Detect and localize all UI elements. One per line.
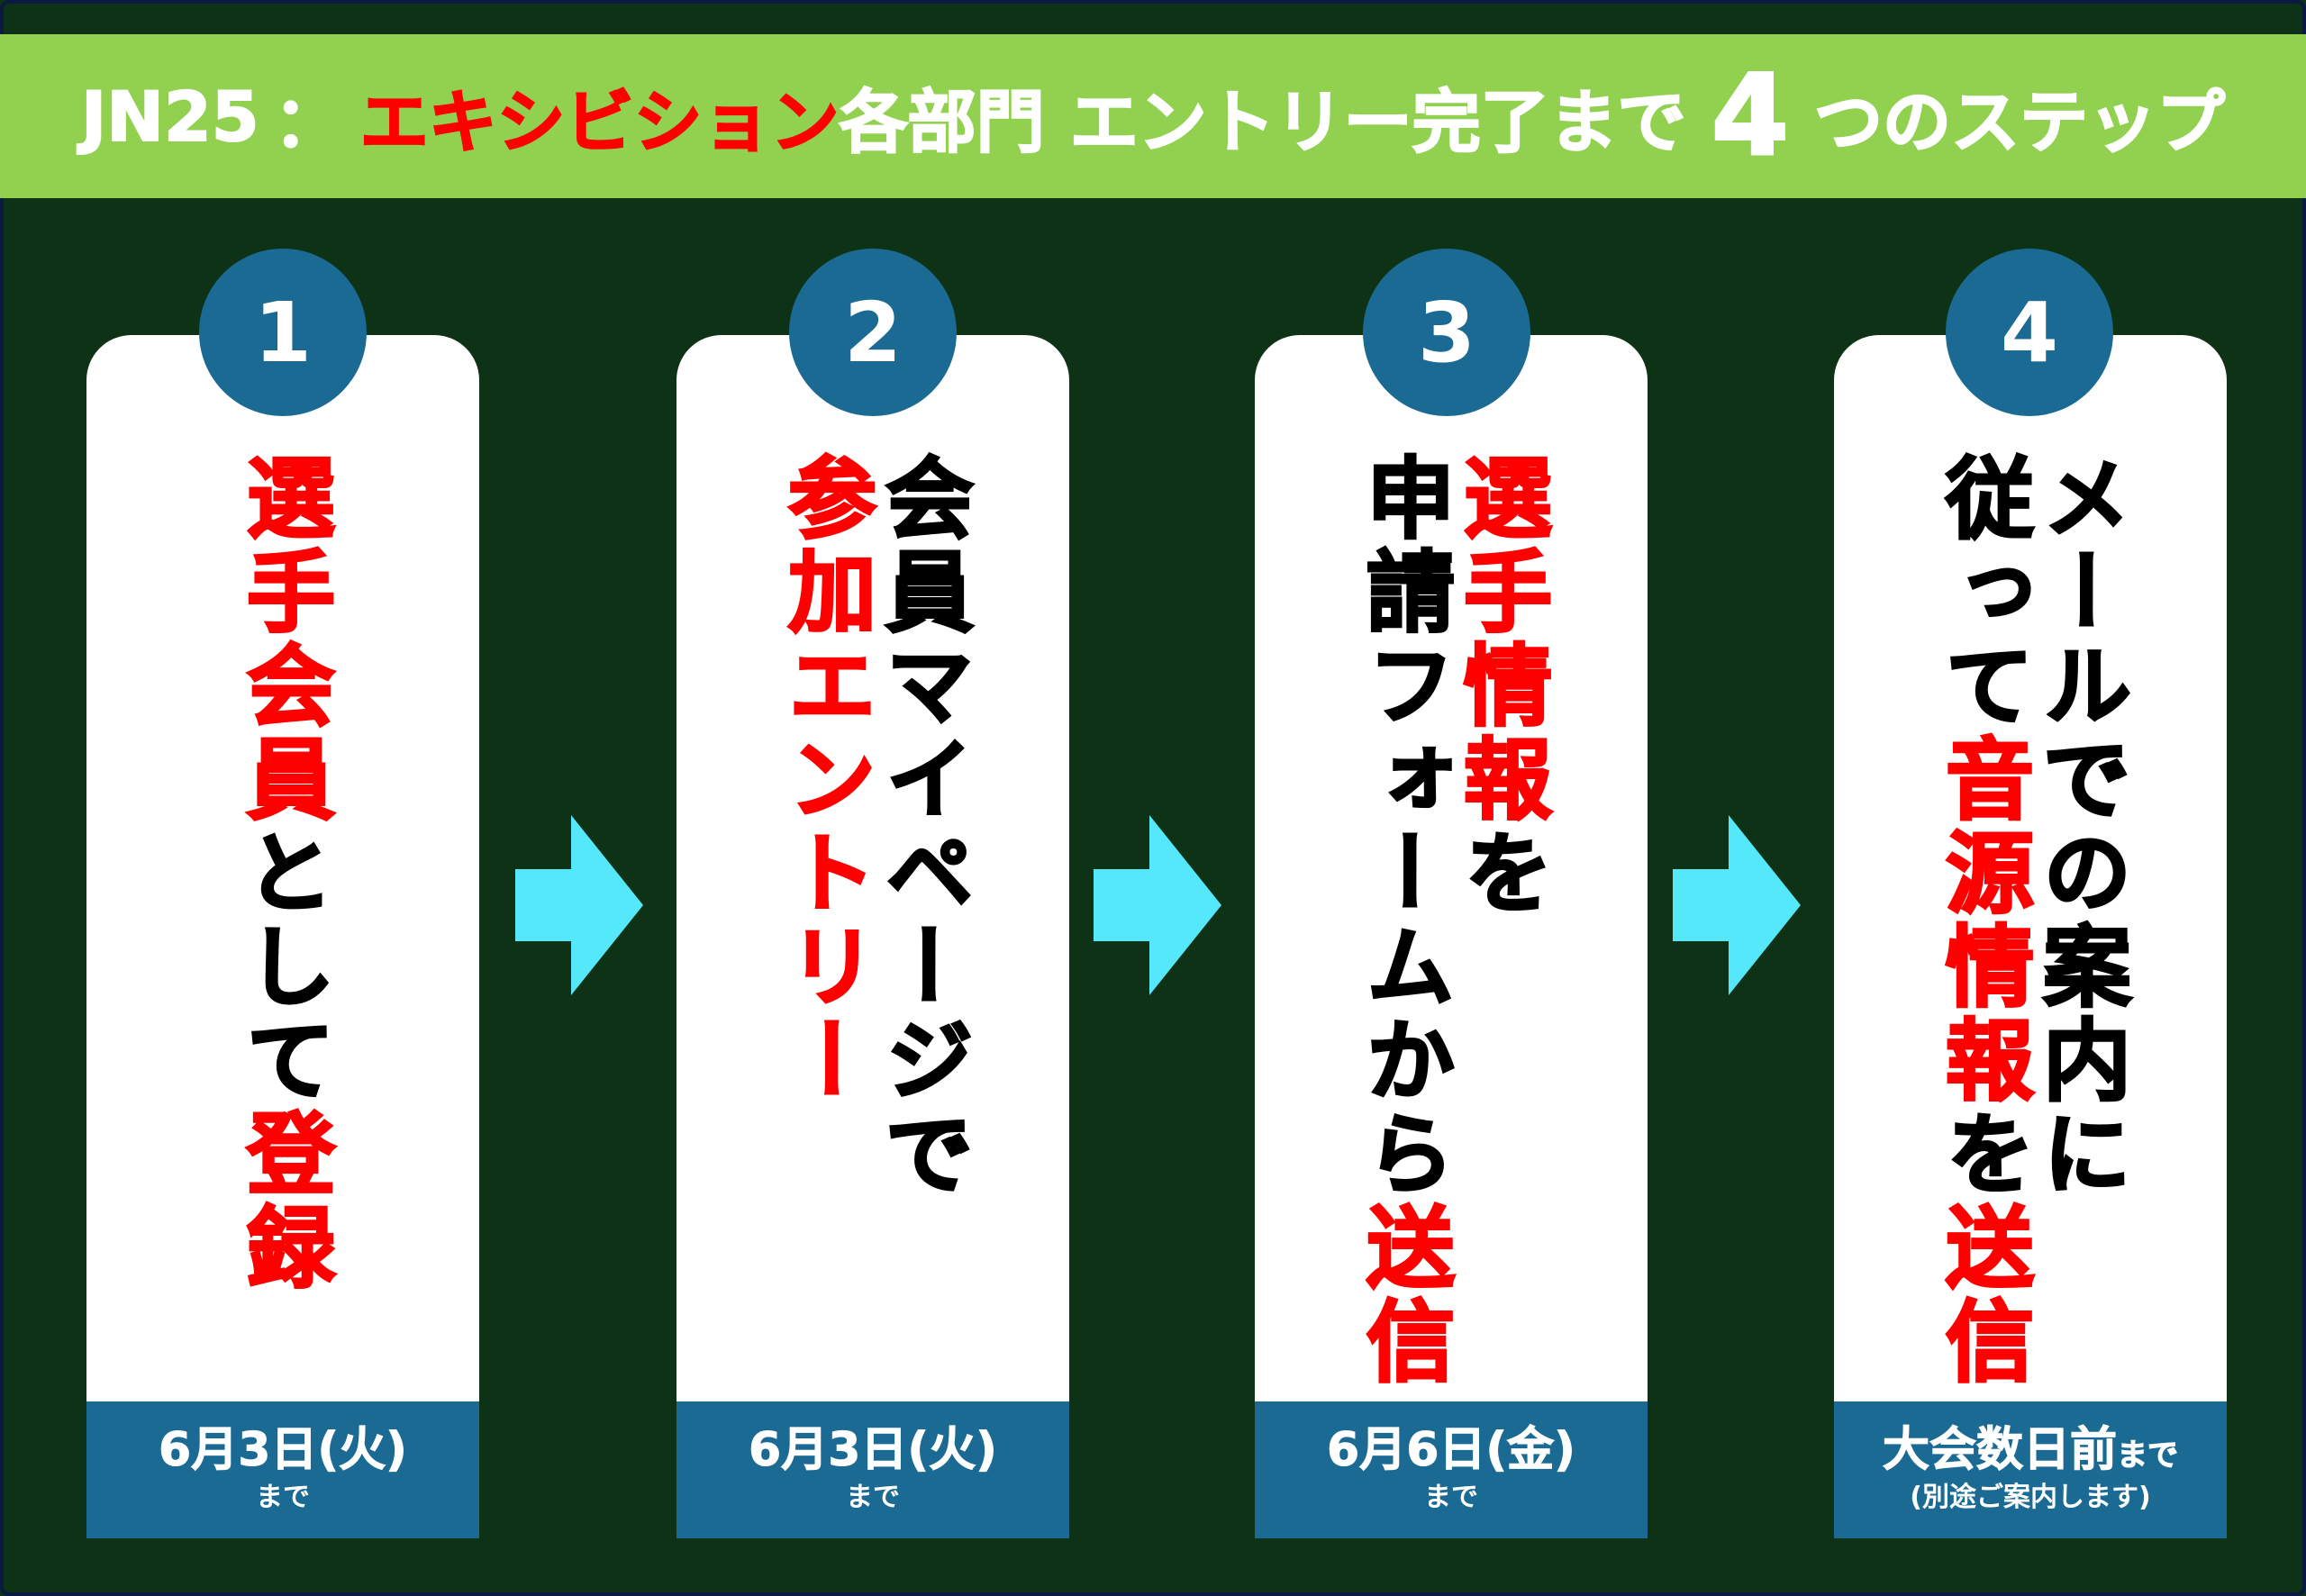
header-suffix: つのステップ	[1813, 81, 2226, 163]
step-2-deadline: 6月3日(火)	[749, 1422, 998, 1477]
step-1-text-red-2: 登録	[231, 1107, 336, 1297]
step-2-text-red: 参加エントリー	[772, 451, 877, 1110]
step-number-1: 1	[199, 249, 367, 416]
step-4-text: メールでの案内に 従って音源情報を送信	[1834, 451, 2227, 1391]
step-4-text-plain: メールでの案内に	[2027, 451, 2132, 1203]
step-3-deadline-bar: 6月6日(金) まで	[1255, 1401, 1648, 1538]
step-card-1: 選手会員として登録 6月3日(火) まで	[86, 335, 479, 1538]
step-1-deadline: 6月3日(火)	[159, 1422, 408, 1477]
step-2-text: 会員マイページで 参加エントリー	[676, 451, 1069, 1367]
step-3-deadline: 6月6日(金)	[1327, 1422, 1576, 1477]
step-1-deadline-sub: まで	[256, 1482, 310, 1514]
step-number-4: 4	[1946, 249, 2113, 416]
step-3-text: 選手情報を 申請フォームから送信	[1255, 451, 1648, 1391]
step-2-deadline-sub: まで	[846, 1482, 900, 1514]
step-card-2: 会員マイページで 参加エントリー 6月3日(火) まで	[676, 335, 1069, 1538]
arrow-right-icon	[1094, 815, 1221, 995]
step-4-text-plain-3: を	[1929, 1107, 2035, 1203]
step-1-text: 選手会員として登録	[86, 451, 479, 1367]
step-4-column-1: メールでの案内に	[2027, 451, 2132, 1367]
step-2-deadline-bar: 6月3日(火) まで	[676, 1401, 1069, 1538]
step-4-deadline: 大会数日前まで	[1882, 1422, 2178, 1477]
header-prefix: JN25	[80, 76, 260, 158]
header-part1: 各部門	[839, 81, 1046, 163]
step-4-column-2: 従って音源情報を送信	[1929, 451, 2035, 1391]
arrow-right-icon	[515, 815, 643, 995]
step-3-column-1: 選手情報を	[1448, 451, 1553, 1367]
step-1-text-plain: として	[231, 826, 336, 1110]
step-3-text-plain: を	[1448, 826, 1553, 922]
step-4-text-plain-2: 従って	[1929, 451, 2035, 735]
step-3-deadline-sub: まで	[1424, 1482, 1478, 1514]
step-3-column-2: 申請フォームから送信	[1350, 451, 1456, 1391]
arrow-right-icon	[1673, 815, 1801, 995]
step-4-deadline-sub: (別途ご案内します)	[1910, 1482, 2151, 1514]
step-3-text-red-2: 送信	[1350, 1201, 1456, 1391]
step-number-3: 3	[1363, 249, 1530, 416]
step-4-text-red: 音源情報	[1929, 732, 2035, 1110]
header-step-count: 4	[1710, 50, 1790, 183]
step-4-text-red-2: 送信	[1929, 1201, 2035, 1391]
step-number-2: 2	[789, 249, 957, 416]
step-4-deadline-bar: 大会数日前まで (別途ご案内します)	[1834, 1401, 2227, 1538]
header-part2: エントリー完了まで	[1069, 81, 1687, 163]
step-2-column-2: 参加エントリー	[772, 451, 877, 1367]
step-3-text-plain-2: 申請フォームから	[1350, 451, 1456, 1203]
step-3-text-red: 選手情報	[1448, 451, 1553, 829]
header-banner: JN25 ： エキシビション 各部門 エントリー完了まで 4 つのステップ	[0, 34, 2306, 198]
step-card-4: メールでの案内に 従って音源情報を送信 大会数日前まで (別途ご案内します)	[1834, 335, 2227, 1538]
step-1-deadline-bar: 6月3日(火) まで	[86, 1401, 479, 1538]
step-1-column-1: 選手会員として登録	[231, 451, 336, 1367]
step-2-text-plain: 会員マイページで	[869, 451, 975, 1203]
step-1-text-red: 選手会員	[231, 451, 336, 829]
step-card-3: 選手情報を 申請フォームから送信 6月6日(金) まで	[1255, 335, 1648, 1538]
step-2-column-1: 会員マイページで	[869, 451, 975, 1367]
header-highlight: エキシビション	[359, 81, 840, 163]
header-colon: ：	[273, 81, 343, 163]
